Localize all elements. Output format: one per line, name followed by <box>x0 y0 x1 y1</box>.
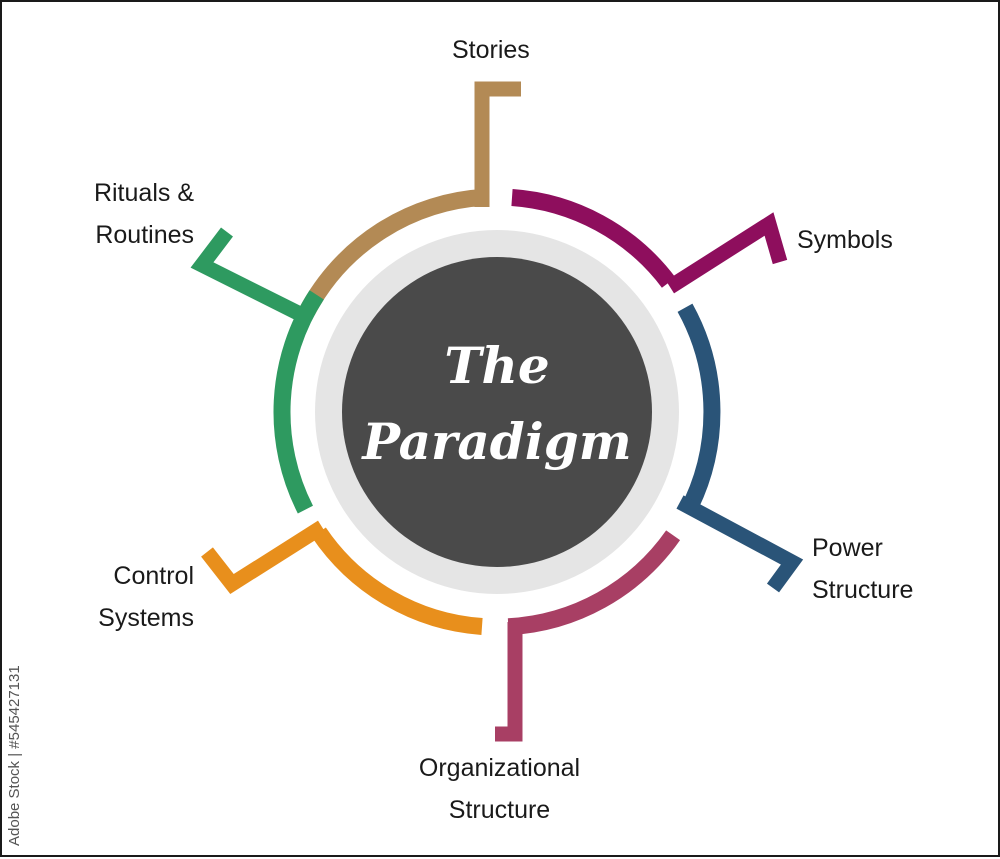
center-title: The Paradigm <box>347 328 647 480</box>
label-symbols: Symbols <box>797 219 893 261</box>
watermark: Adobe Stock | #545427131 <box>6 665 23 846</box>
center-title-line-1: The <box>444 336 550 395</box>
label-organizational-structure-line-2: Structure <box>448 796 551 824</box>
label-control-systems: Control Systems <box>82 555 194 639</box>
label-rituals-routines-line-1: Rituals & <box>93 179 194 207</box>
connector-control-systems <box>201 520 327 594</box>
label-power-structure: Power Structure <box>812 527 913 611</box>
arc-stories <box>299 188 487 316</box>
label-control-systems-line-2: Systems <box>98 604 194 632</box>
arc-rituals-routines <box>273 290 324 514</box>
label-stories: Stories <box>452 29 530 71</box>
label-control-systems-line-1: Control <box>113 562 194 590</box>
label-symbols-line-1: Symbols <box>797 226 893 254</box>
label-power-structure-line-1: Power <box>812 534 883 562</box>
connector-organizational-structure <box>495 622 523 742</box>
arc-power-structure <box>677 303 721 517</box>
connector-stories <box>474 81 521 207</box>
label-organizational-structure-line-1: Organizational <box>418 754 581 782</box>
arc-control-systems <box>311 527 483 635</box>
connector-rituals-routines <box>190 227 310 324</box>
label-organizational-structure: Organizational Structure <box>392 747 607 831</box>
arc-organizational-structure <box>507 530 681 636</box>
center-title-line-2: Paradigm <box>362 412 632 471</box>
arc-symbols <box>511 189 676 288</box>
center-circle <box>342 257 652 567</box>
label-stories-line-1: Stories <box>452 36 530 64</box>
connector-symbols <box>665 212 788 294</box>
label-rituals-routines-line-2: Routines <box>95 221 194 249</box>
label-power-structure-line-2: Structure <box>812 576 914 604</box>
label-rituals-routines: Rituals & Routines <box>68 172 194 256</box>
connector-power-structure <box>676 495 804 593</box>
